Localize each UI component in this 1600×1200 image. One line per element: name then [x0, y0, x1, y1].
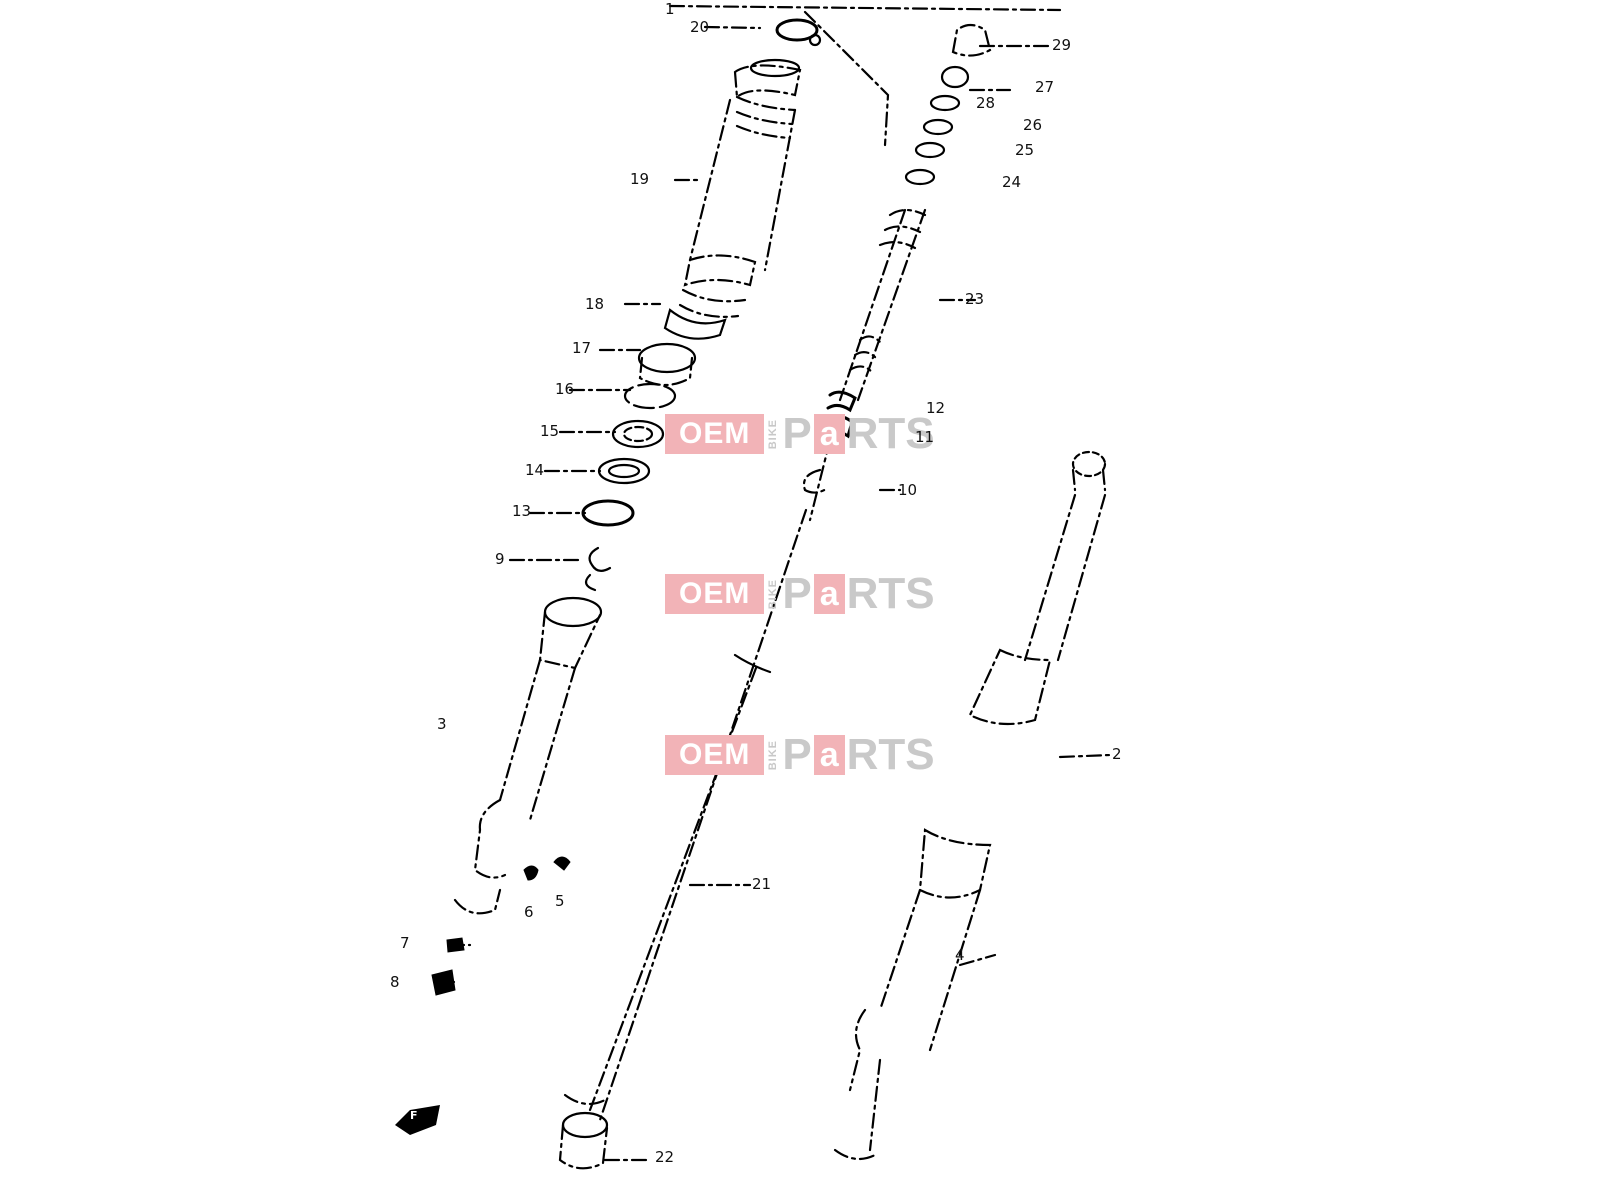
oring-part-28 [929, 94, 961, 112]
callout-18: 18 [585, 295, 605, 313]
washer-part-24 [904, 168, 936, 186]
callout-26: 26 [1023, 116, 1043, 134]
callout-6: 6 [524, 903, 534, 921]
callout-12: 12 [926, 399, 946, 417]
callout-27: 27 [1035, 78, 1055, 96]
cap-part-29 [951, 23, 992, 57]
callout-21: 21 [752, 875, 772, 893]
callout-19: 19 [630, 170, 650, 188]
front-arrow-marker [395, 1105, 440, 1135]
clamp-part-18 [663, 308, 727, 340]
callout-7: 7 [400, 934, 410, 952]
callout-28: 28 [976, 94, 996, 112]
callout-20: 20 [690, 18, 710, 36]
ring-part-17 [637, 342, 697, 374]
bolt-part-7 [446, 937, 465, 953]
callout-8: 8 [390, 973, 400, 991]
callout-4: 4 [955, 946, 965, 964]
front-marker-label: F [410, 1109, 418, 1122]
spacer-part-26 [922, 118, 954, 136]
bolt-part-27 [940, 65, 970, 89]
nut-part-8 [431, 969, 456, 996]
callout-29: 29 [1052, 36, 1072, 54]
right-fork-assembly-part-2 [968, 450, 1107, 726]
drain-screw-part-6 [523, 865, 539, 881]
callout-13: 13 [512, 502, 532, 520]
callout-25: 25 [1015, 141, 1035, 159]
seal-part-15 [611, 419, 665, 449]
callout-17: 17 [572, 339, 592, 357]
ring-part-13 [581, 499, 635, 527]
callout-10: 10 [898, 481, 918, 499]
outer-tube-part-3 [453, 596, 603, 915]
lower-leg-part-4 [833, 828, 992, 1161]
callout-11: 11 [915, 428, 935, 446]
ring-part-16 [623, 382, 677, 410]
callout-15: 15 [540, 422, 560, 440]
circlip-part-9 [584, 546, 612, 592]
bracket-leader-1b [803, 10, 890, 147]
callout-23: 23 [965, 290, 985, 308]
washer-part-14 [597, 457, 651, 485]
ring-part-20 [775, 18, 819, 42]
callout-2: 2 [1112, 745, 1122, 763]
inner-tube-part-21 [558, 508, 808, 1170]
callout-24: 24 [1002, 173, 1022, 191]
dust-boot-part-19 [678, 58, 802, 318]
seat-part-25 [914, 141, 946, 159]
callout-1: 1 [665, 0, 675, 18]
callout-3: 3 [437, 715, 447, 733]
spring-part-23 [838, 208, 927, 402]
callout-14: 14 [525, 461, 545, 479]
callout-5: 5 [555, 892, 565, 910]
callout-9: 9 [495, 550, 505, 568]
callout-22: 22 [655, 1148, 675, 1166]
bracket-leader-1 [668, 4, 1062, 12]
piston-part-12 [826, 390, 857, 413]
gasket-part-5 [553, 856, 571, 871]
callout-16: 16 [555, 380, 575, 398]
